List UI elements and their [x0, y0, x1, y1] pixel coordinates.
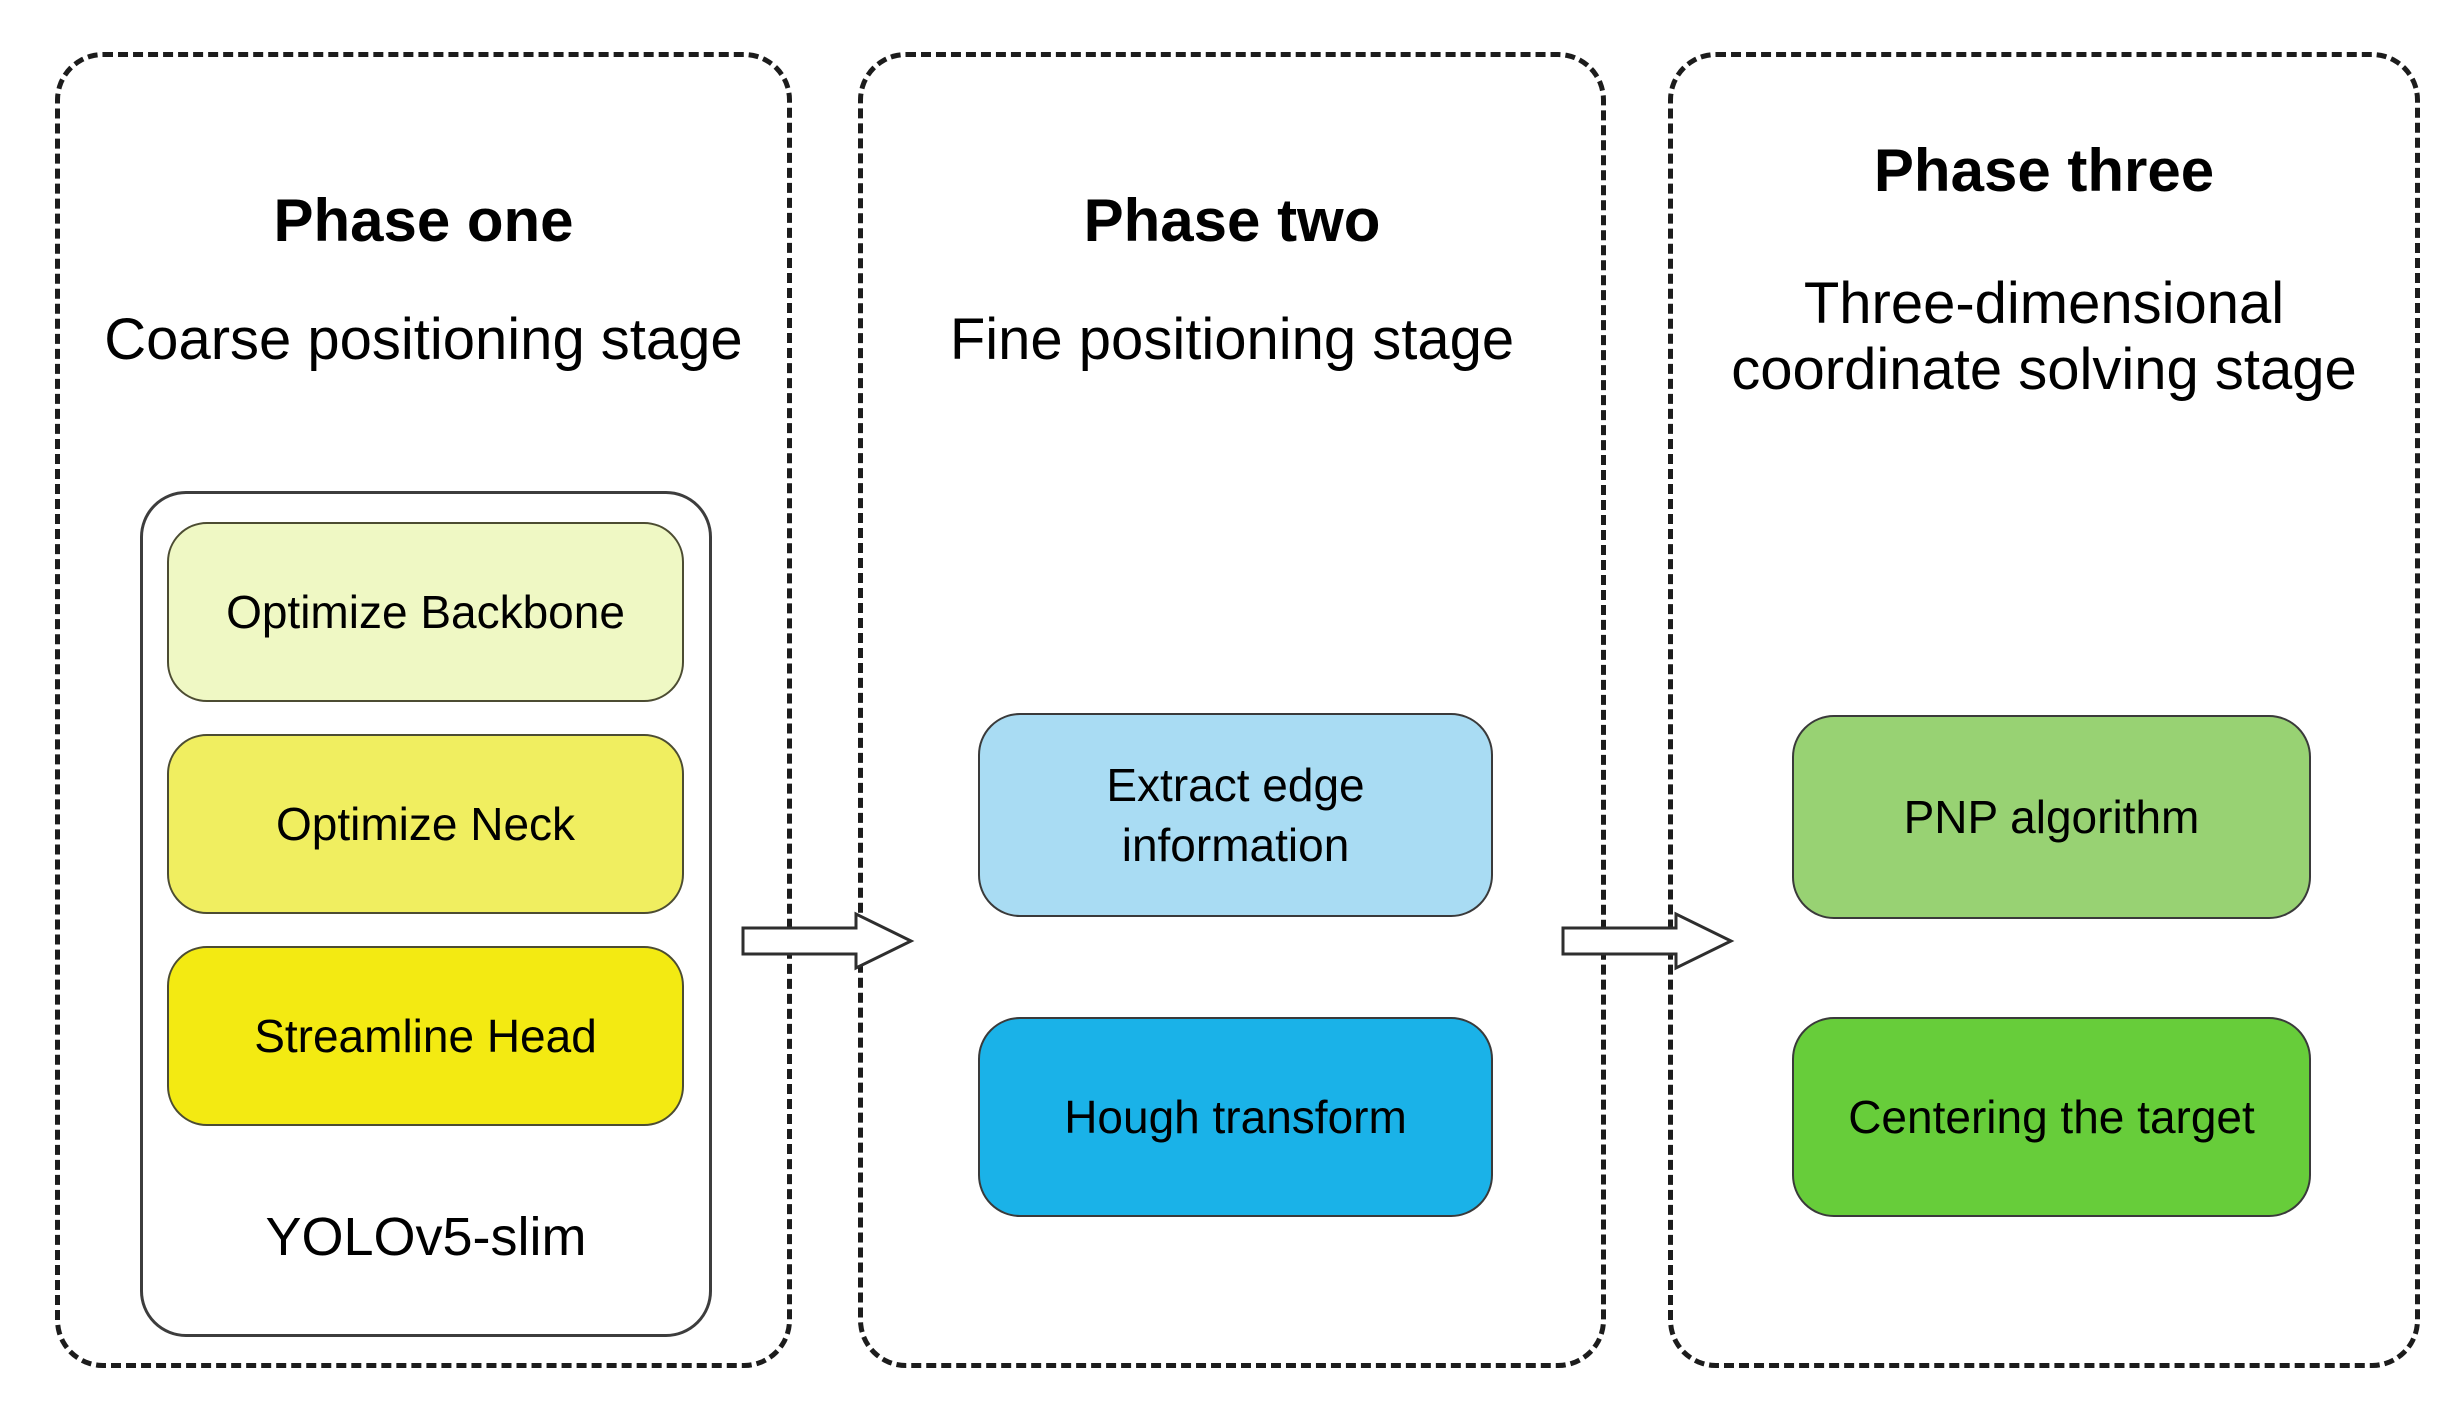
pnp-algorithm-label: PNP algorithm	[1903, 791, 2200, 843]
pnp-algorithm-box: PNP algorithm	[1792, 715, 2311, 919]
hough-transform-label: Hough transform	[1064, 1091, 1407, 1143]
yolov5-slim-group: Optimize Backbone Optimize Neck Streamli…	[140, 491, 712, 1337]
phase-two-subtitle: Fine positioning stage	[949, 307, 1515, 372]
phase-three-subtitle: Three-dimensional coordinate solving sta…	[1731, 271, 2357, 402]
yolov5-slim-label: YOLOv5-slim	[265, 1207, 587, 1267]
right-arrow-icon	[741, 911, 915, 971]
phase-three-panel: Phase three Three-dimensional coordinate…	[1668, 52, 2420, 1368]
hough-transform-box: Hough transform	[978, 1017, 1493, 1217]
phase-two-title: Phase two	[1083, 187, 1381, 254]
phase-one-subtitle: Coarse positioning stage	[104, 307, 743, 372]
phase-one-panel: Phase one Coarse positioning stage Optim…	[55, 52, 792, 1368]
optimize-neck-label: Optimize Neck	[275, 798, 576, 850]
extract-edge-information-box: Extract edge information	[978, 713, 1493, 917]
centering-the-target-box: Centering the target	[1792, 1017, 2311, 1217]
phase-one-title: Phase one	[273, 187, 574, 254]
streamline-head-label: Streamline Head	[254, 1010, 597, 1062]
phase-three-title: Phase three	[1873, 137, 2215, 204]
streamline-head-box: Streamline Head	[167, 946, 684, 1126]
extract-edge-information-label: Extract edge information	[1106, 759, 1365, 871]
phase-two-panel: Phase two Fine positioning stage Extract…	[858, 52, 1606, 1368]
optimize-backbone-box: Optimize Backbone	[167, 522, 684, 702]
optimize-neck-box: Optimize Neck	[167, 734, 684, 914]
optimize-backbone-label: Optimize Backbone	[226, 586, 625, 638]
centering-the-target-label: Centering the target	[1848, 1091, 2255, 1143]
right-arrow-icon	[1561, 911, 1735, 971]
